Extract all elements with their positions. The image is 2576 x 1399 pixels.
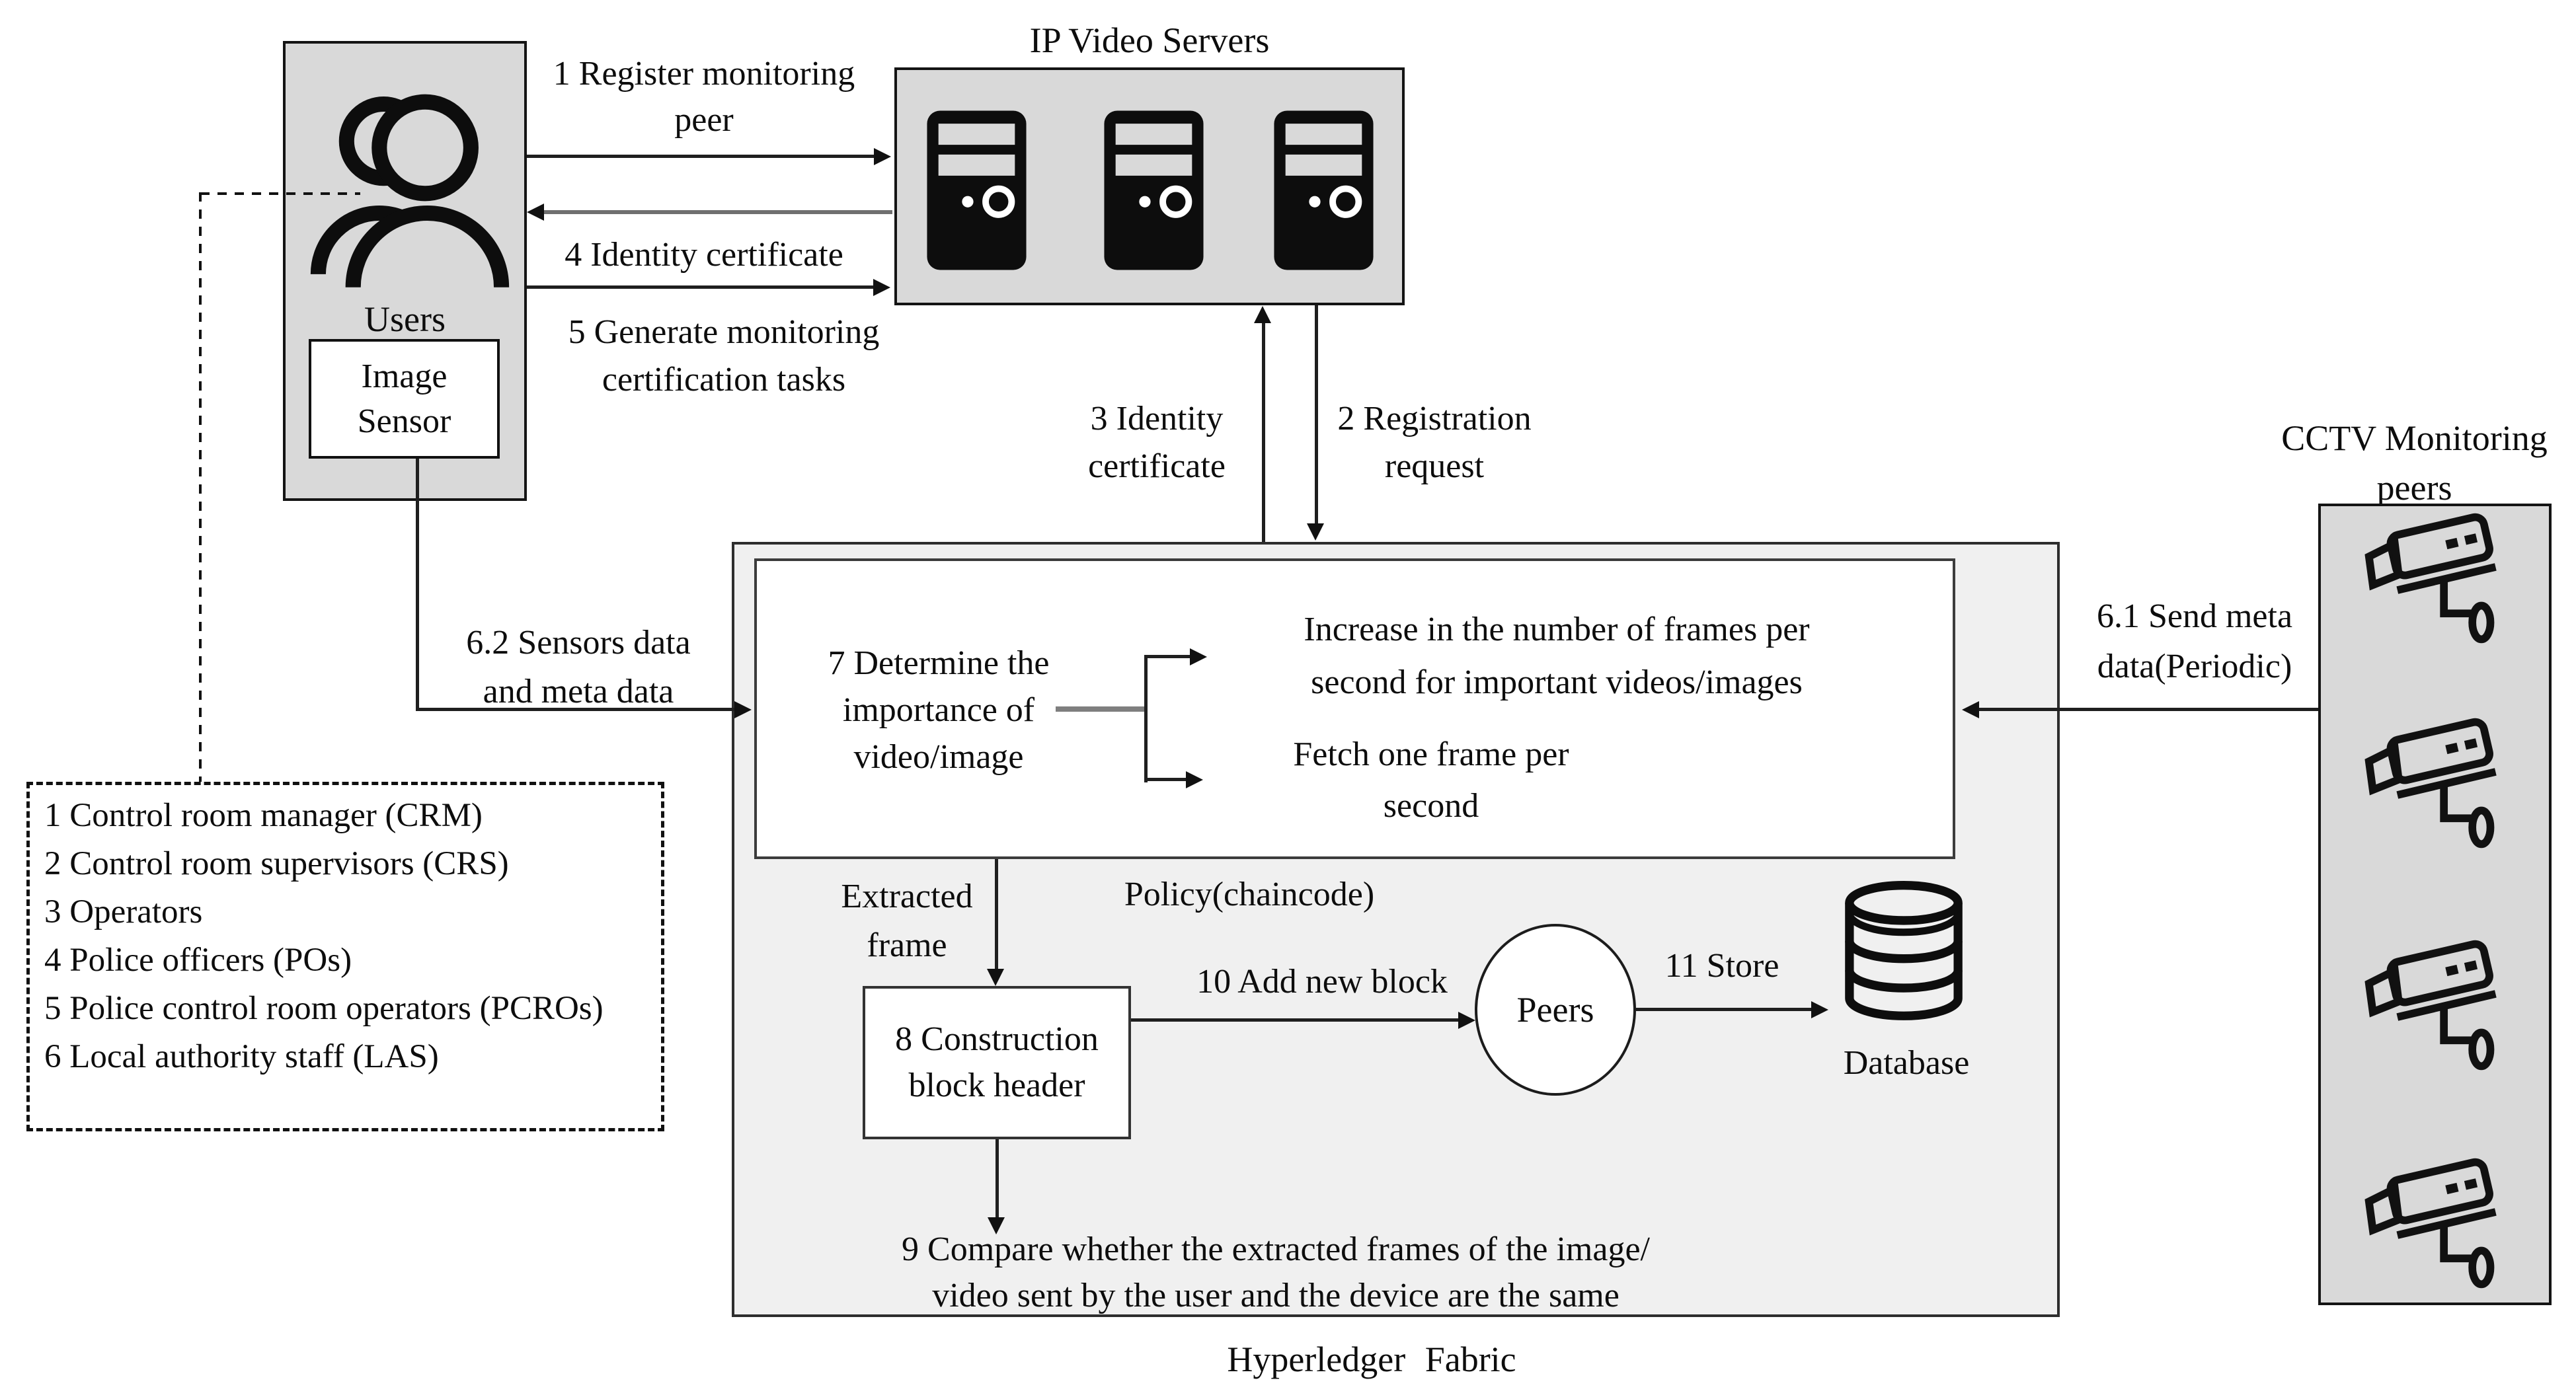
flow62-label: 6.2 Sensors data and meta data (466, 624, 691, 710)
flow61-arrowhead-icon (1962, 701, 1979, 718)
cctv-camera-icon (2364, 513, 2497, 644)
fork-bottom-arrowhead-icon (1186, 771, 1203, 788)
flow5-arrow-line (527, 285, 873, 289)
people-icon (310, 94, 510, 287)
role-item: 1 Control room manager (CRM) (44, 797, 483, 834)
extracted-frame-arrowhead-icon (987, 969, 1004, 986)
server-icon (1104, 110, 1204, 270)
cctv-camera-icon (2364, 940, 2497, 1071)
flow7-label: 7 Determine the importance of video/imag… (828, 644, 1050, 776)
server-icon (927, 110, 1027, 270)
fork-bracket-line (1144, 655, 1148, 782)
flow5-arrowhead-icon (873, 279, 890, 296)
cctv-title: CCTV Monitoring peers (2281, 418, 2548, 508)
flow62-arrow-line (416, 708, 734, 711)
policy-chaincode-label: Policy(chaincode) (1124, 876, 1375, 913)
flow10-arrow-line (1131, 1018, 1458, 1022)
flow2-label: 2 Registration request (1337, 400, 1532, 485)
flow11-label: 11 Store (1664, 947, 1779, 985)
role-item: 4 Police officers (POs) (44, 942, 352, 979)
flow1-arrowhead-icon (874, 148, 891, 165)
fork-top-line (1148, 655, 1190, 658)
flow9-arrowhead-icon (988, 1217, 1005, 1234)
role-item: 6 Local authority staff (LAS) (44, 1038, 439, 1075)
role-item: 5 Police control room operators (PCROs) (44, 990, 604, 1027)
role-item: 3 Operators (44, 893, 203, 930)
flow3-arrow-line (1262, 323, 1265, 542)
flow3-label: 3 Identity certificate (1088, 400, 1226, 485)
users-label: Users (364, 299, 446, 339)
database-cylinder-icon (1845, 881, 1963, 1020)
branch-increase-label: Increase in the number of frames per sec… (1304, 611, 1810, 701)
fork-stem-line (1056, 706, 1146, 712)
sensor-data-line-vertical (416, 459, 419, 710)
flow10-arrowhead-icon (1458, 1012, 1475, 1029)
flow1-label: 1 Register monitoring peer (553, 55, 855, 139)
image-sensor-box: Image Sensor (309, 339, 500, 459)
fork-bottom-line (1148, 778, 1186, 781)
server-icon (1274, 110, 1374, 270)
flow11-arrowhead-icon (1811, 1001, 1828, 1018)
extracted-frame-arrow-line (995, 859, 998, 971)
roles-list-box: 1 Control room manager (CRM) 2 Control r… (26, 782, 664, 1131)
database-label: Database (1843, 1044, 1970, 1082)
hyperledger-fabric-label: Hyperledger Fabric (1227, 1340, 1516, 1379)
extracted-frame-label: Extracted frame (841, 878, 973, 964)
flow10-label: 10 Add new block (1196, 963, 1448, 1001)
fork-top-arrowhead-icon (1190, 648, 1207, 665)
flow2-arrowhead-icon (1307, 523, 1324, 541)
flow62-arrowhead-icon (734, 701, 752, 718)
flow11-arrow-line (1636, 1008, 1811, 1011)
policy-chaincode-box (754, 558, 1955, 859)
flow2-arrow-line (1315, 305, 1318, 523)
flow9-arrow-line (995, 1139, 999, 1217)
flow1-arrow-line (527, 155, 874, 158)
role-item: 2 Control room supervisors (CRS) (44, 845, 509, 882)
roles-dashed-line-horizontal (200, 192, 360, 195)
construction-block-header-box: 8 Construction block header (863, 986, 1131, 1139)
image-sensor-line1: Image (361, 357, 448, 395)
image-sensor-line2: Sensor (357, 402, 451, 440)
branch-fetch-label: Fetch one frame per second (1293, 736, 1569, 825)
flow9-label: 9 Compare whether the extracted frames o… (902, 1230, 1650, 1314)
flow61-arrow-line (1979, 708, 2318, 711)
peers-node: Peers (1475, 924, 1636, 1096)
flow4-arrowhead-icon (527, 204, 544, 221)
flow4-label: 4 Identity certificate (565, 236, 843, 274)
flow5-label: 5 Generate monitoring certification task… (568, 313, 880, 398)
flow3-arrowhead-icon (1254, 306, 1271, 323)
ip-servers-title: IP Video Servers (1029, 20, 1270, 60)
roles-dashed-line-vertical (199, 192, 202, 782)
cctv-camera-icon (2364, 1158, 2497, 1289)
cctv-camera-icon (2364, 718, 2497, 849)
flow4-arrow-line (544, 210, 892, 214)
flow61-label: 6.1 Send meta data(Periodic) (2096, 597, 2293, 685)
